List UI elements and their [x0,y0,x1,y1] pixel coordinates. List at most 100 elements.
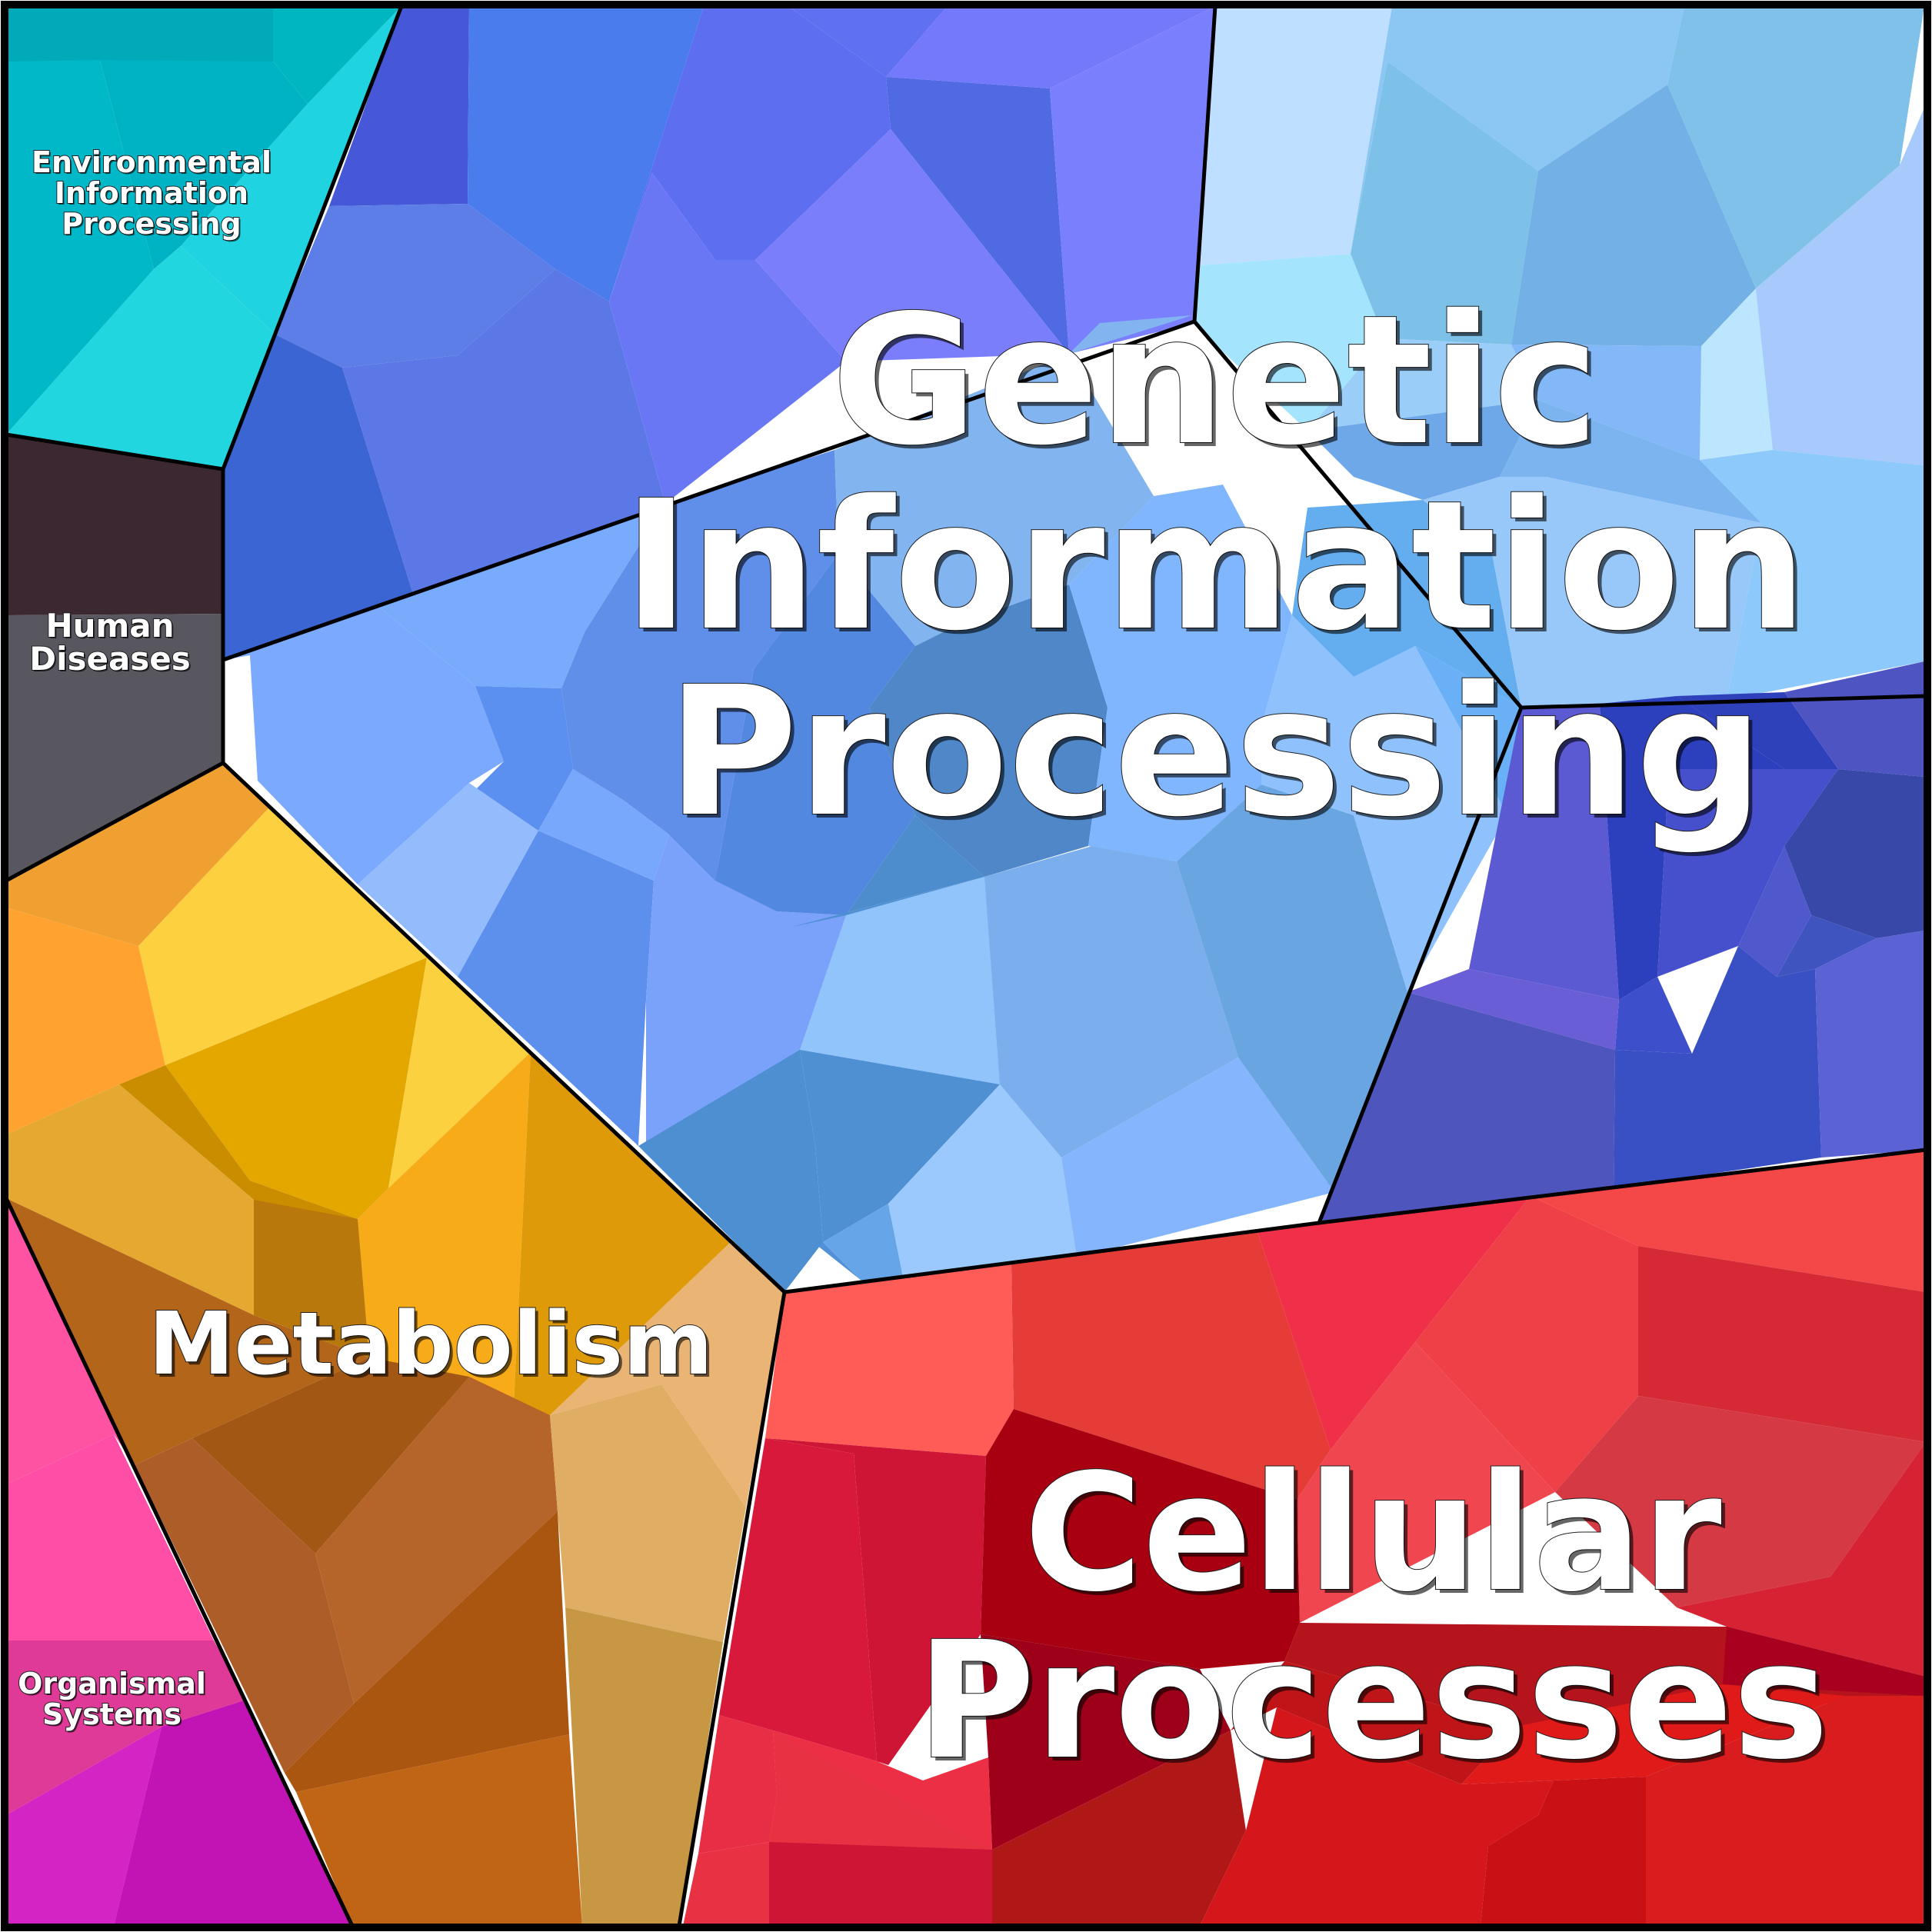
cell-genetic-47 [1511,345,1701,460]
cell-genetic-2 [468,6,704,301]
cell-genetic-11 [755,129,1069,361]
cell-genetic-39 [1192,254,1384,431]
cell-metabolism-10 [254,1200,369,1357]
cell-genetic-33 [1069,485,1292,861]
cell-indigo-12 [1777,915,1877,977]
cell-cellular-20 [992,1730,1246,1926]
region-organismal [6,1198,352,1926]
cell-metabolism-8 [119,1065,369,1357]
label-genetic: Genetic Information Processing [622,277,1808,856]
cell-cellular-22 [1461,1684,1846,1784]
cell-genetic-21 [834,315,1192,646]
cell-indigo-1 [1469,704,1619,1000]
cell-metabolism-19 [550,1384,746,1642]
cell-genetic-9 [886,6,1215,88]
region-genetic-indigo [1319,661,1924,1223]
cell-genetic-50 [1307,400,1538,500]
cell-environmental-6 [6,246,275,469]
cell-human-diseases-2 [6,614,223,881]
cell-genetic-13 [223,605,504,884]
cell-metabolism-18 [550,1242,784,1507]
cell-environmental-5 [181,6,401,335]
region-metabolism [6,763,784,1926]
cell-metabolism-7 [511,1052,731,1454]
cell-environmental-1 [6,6,273,62]
cell-cellular-15 [769,1842,992,1926]
cell-cellular-12 [698,1715,777,1854]
cell-genetic-36 [1292,500,1521,708]
cell-cellular-19 [1231,1661,1515,1784]
cell-indigo-5 [1615,977,1692,1054]
cell-cellular-3 [1257,1196,1531,1450]
cell-metabolism-20 [565,1607,723,1926]
cell-genetic-40 [1351,6,1684,254]
cell-cellular-6 [1638,1246,1926,1442]
cell-indigo-10 [1319,992,1615,1223]
cell-genetic-51 [1423,477,1761,708]
cell-genetic-22 [715,554,915,915]
cell-genetic-16 [358,783,538,977]
cell-metabolism-5 [388,958,531,1188]
cell-genetic-41 [1351,62,1538,345]
cell-indigo-11 [1614,946,1821,1188]
cell-metabolism-13 [192,1357,469,1554]
cell-genetic-48 [1500,400,1761,523]
label-human-diseases: Human Diseases [28,607,192,678]
cell-environmental-2 [273,6,401,104]
cell-cellular-11 [719,1438,877,1761]
label-cellular: Cellular Processes [916,1439,1830,1796]
cell-cellular-2 [1011,1232,1331,1500]
cell-genetic-8 [788,6,948,77]
cell-metabolism-11 [6,1198,369,1465]
cell-indigo-6 [1657,769,1838,977]
cell-genetic-18 [538,769,669,881]
region-environmental [6,6,401,469]
cell-genetic-42 [1511,85,1756,346]
cell-genetic-38 [1200,6,1392,265]
cell-indigo-9 [1407,969,1619,1050]
cell-genetic-7 [609,173,846,504]
cell-genetic-24 [792,815,984,927]
cell-genetic-5 [342,269,665,596]
cell-environmental-4 [100,60,308,269]
cell-metabolism-14 [135,1438,354,1773]
cell-genetic-49 [1700,450,1924,700]
cell-indigo-13 [1815,931,1924,1158]
cell-metabolism-15 [315,1377,558,1704]
cell-genetic-31 [984,846,1238,1158]
cell-genetic-15 [473,686,573,831]
cell-cellular-7 [1297,1342,1555,1623]
cell-genetic-17 [458,831,654,1146]
cell-organismal-5 [114,1700,352,1926]
cell-genetic-12 [1050,6,1215,354]
label-organismal: Organismal Systems [17,1667,207,1731]
cell-metabolism-1 [6,763,269,946]
cell-genetic-45 [1700,288,1773,460]
region-human-diseases [6,435,223,881]
cell-cellular-9 [1677,1442,1926,1677]
cell-indigo-2 [1600,696,1784,1000]
cell-cellular-5 [1415,1196,1638,1492]
cell-genetic-6 [609,6,891,301]
cell-genetic-10 [886,77,1069,354]
cell-genetic-14 [377,504,665,688]
cell-cellular-24 [1646,1696,1926,1926]
cell-genetic-30 [888,1084,1077,1281]
cell-cellular-8 [1555,1396,1926,1607]
cell-metabolism-17 [296,1734,582,1926]
label-metabolism: Metabolism [148,1294,714,1394]
cell-metabolism-4 [165,958,427,1219]
cell-indigo-4 [1784,661,1924,777]
cell-environmental-3 [6,60,154,435]
cell-genetic-32 [1061,1058,1334,1257]
cell-cellular-10 [765,1438,986,1765]
region-genetic [223,6,1924,1292]
cell-cellular-23 [1481,1777,1646,1926]
cell-indigo-8 [1738,846,1811,977]
cell-genetic-28 [800,877,1000,1084]
cell-genetic-43 [1667,6,1924,288]
cell-organismal-2 [6,1434,214,1641]
